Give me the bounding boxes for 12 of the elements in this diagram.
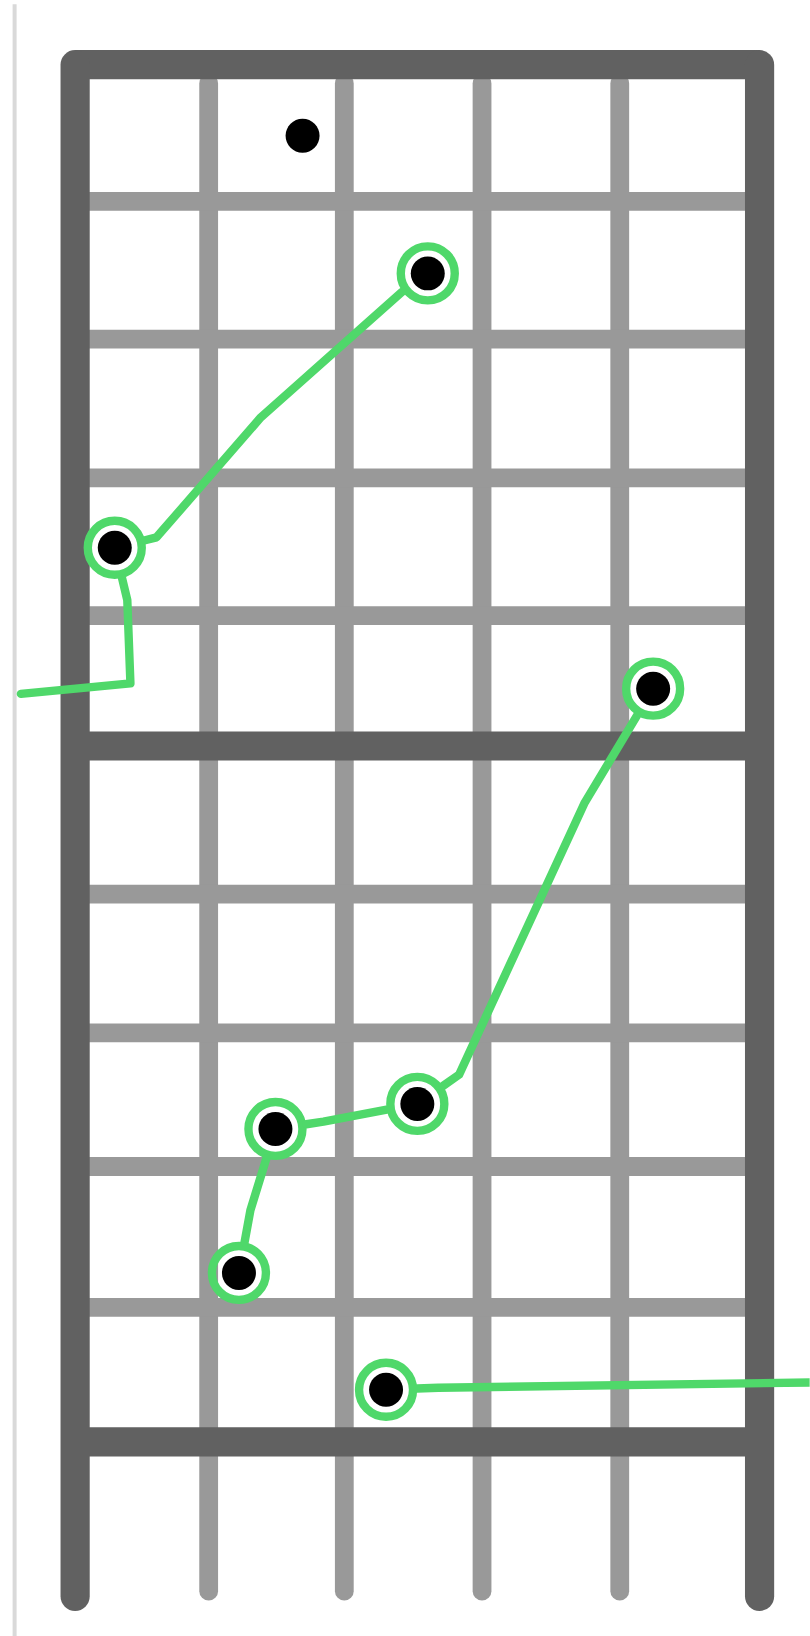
route-line <box>240 1154 271 1247</box>
circled-hold <box>355 1358 418 1421</box>
circled-hold <box>386 1072 449 1136</box>
route-line <box>141 287 407 545</box>
hold-dot <box>285 118 320 153</box>
route-line <box>413 1378 810 1393</box>
circled-hold <box>622 657 685 720</box>
circled-hold <box>396 242 460 305</box>
circled-hold <box>207 1241 271 1305</box>
circled-hold <box>244 1097 307 1161</box>
circled-hold <box>83 516 147 579</box>
route-line <box>438 711 642 1091</box>
